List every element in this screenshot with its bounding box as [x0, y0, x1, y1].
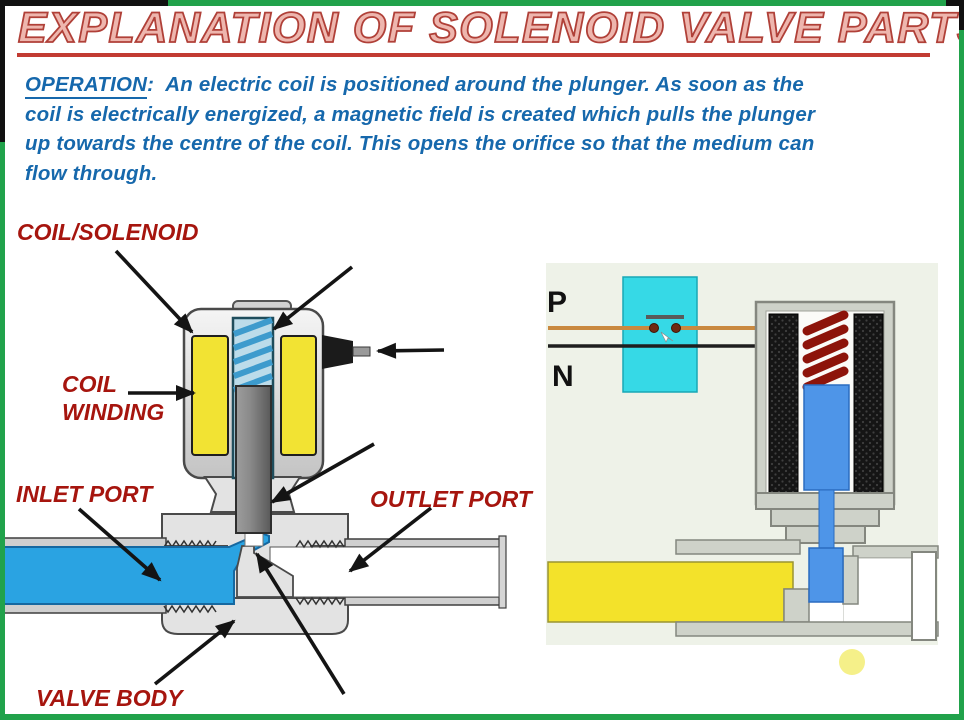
electrical-connector — [322, 335, 353, 369]
seat-wall-left — [783, 588, 810, 623]
plunger-stem — [818, 489, 835, 553]
coil-right — [853, 313, 884, 494]
connector-pin — [352, 346, 371, 357]
plunger-plug — [808, 547, 844, 603]
frame-right — [959, 0, 964, 720]
label-inlet-port: INLET PORT — [16, 481, 153, 507]
switch-cursor-icon — [660, 331, 674, 343]
corner-top-right-h — [946, 0, 964, 6]
callout-arrows — [77, 249, 445, 695]
coil-winding-right — [280, 335, 317, 456]
medium-yellow-flow — [547, 561, 794, 623]
plunger-blue — [803, 384, 850, 491]
label-negative-terminal: N — [552, 360, 574, 393]
pipe-end-cap — [911, 551, 937, 641]
inlet-wall-bottom — [0, 603, 167, 614]
switch-terminal-left — [649, 323, 659, 333]
operation-line-1: OPERATION: An electric coil is positione… — [25, 70, 955, 100]
label-outlet-port: OUTLET PORT — [370, 486, 532, 512]
outlet-port-arrow — [348, 506, 433, 573]
corner-top-right-v — [959, 0, 964, 30]
operation-keyword: OPERATION — [25, 73, 148, 99]
pipe-wall-top-left — [675, 539, 801, 555]
inlet-port-arrow — [77, 507, 162, 582]
frame-top — [0, 0, 964, 6]
pipe-wall-bottom — [675, 621, 939, 637]
inlet-wall-top — [0, 537, 167, 548]
operation-line-4: flow through. — [25, 161, 158, 185]
switch-box — [622, 276, 698, 393]
operation-line-2: coil is electrically energized, a magnet… — [25, 102, 816, 126]
right-diagram — [546, 263, 939, 675]
connector-arrow — [376, 342, 445, 359]
outlet-wall-bottom — [344, 596, 502, 606]
droplet — [839, 649, 865, 675]
label-positive-terminal: P — [547, 286, 568, 319]
frame-bottom-edge — [0, 714, 964, 720]
plunger — [235, 385, 272, 534]
operation-paragraph: OPERATION: An electric coil is positione… — [25, 70, 955, 188]
spring-arrow — [272, 265, 354, 331]
outlet-interior — [269, 546, 500, 598]
coil-solenoid-arrow — [114, 249, 194, 334]
label-coil-solenoid: COIL/SOLENOID — [17, 219, 199, 245]
return-spring — [802, 310, 849, 392]
seat-wall-right — [842, 555, 859, 605]
corner-top-left-v — [0, 0, 5, 142]
coil-winding-left — [191, 335, 229, 456]
under-plug-gap — [809, 600, 843, 622]
orifice-arrow — [255, 552, 346, 695]
frame-left — [0, 0, 5, 720]
label-winding: WINDING — [62, 399, 165, 425]
outlet-end — [498, 535, 507, 609]
corner-top-left-h — [0, 0, 168, 6]
valve-body-arrow — [153, 619, 236, 686]
page-title: EXPLANATION OF SOLENOID VALVE PARTS — [17, 3, 964, 53]
coil-left — [768, 313, 799, 494]
outlet-wall-top — [344, 538, 502, 548]
title-underline — [17, 53, 930, 57]
operation-line-3: up towards the centre of the coil. This … — [25, 132, 815, 155]
label-valve-body: VALVE BODY — [36, 685, 183, 711]
switch-tiny-label — [646, 315, 684, 319]
plunger-arrow — [270, 442, 375, 504]
label-coil: COIL — [62, 371, 117, 397]
switch-terminal-right — [671, 323, 681, 333]
